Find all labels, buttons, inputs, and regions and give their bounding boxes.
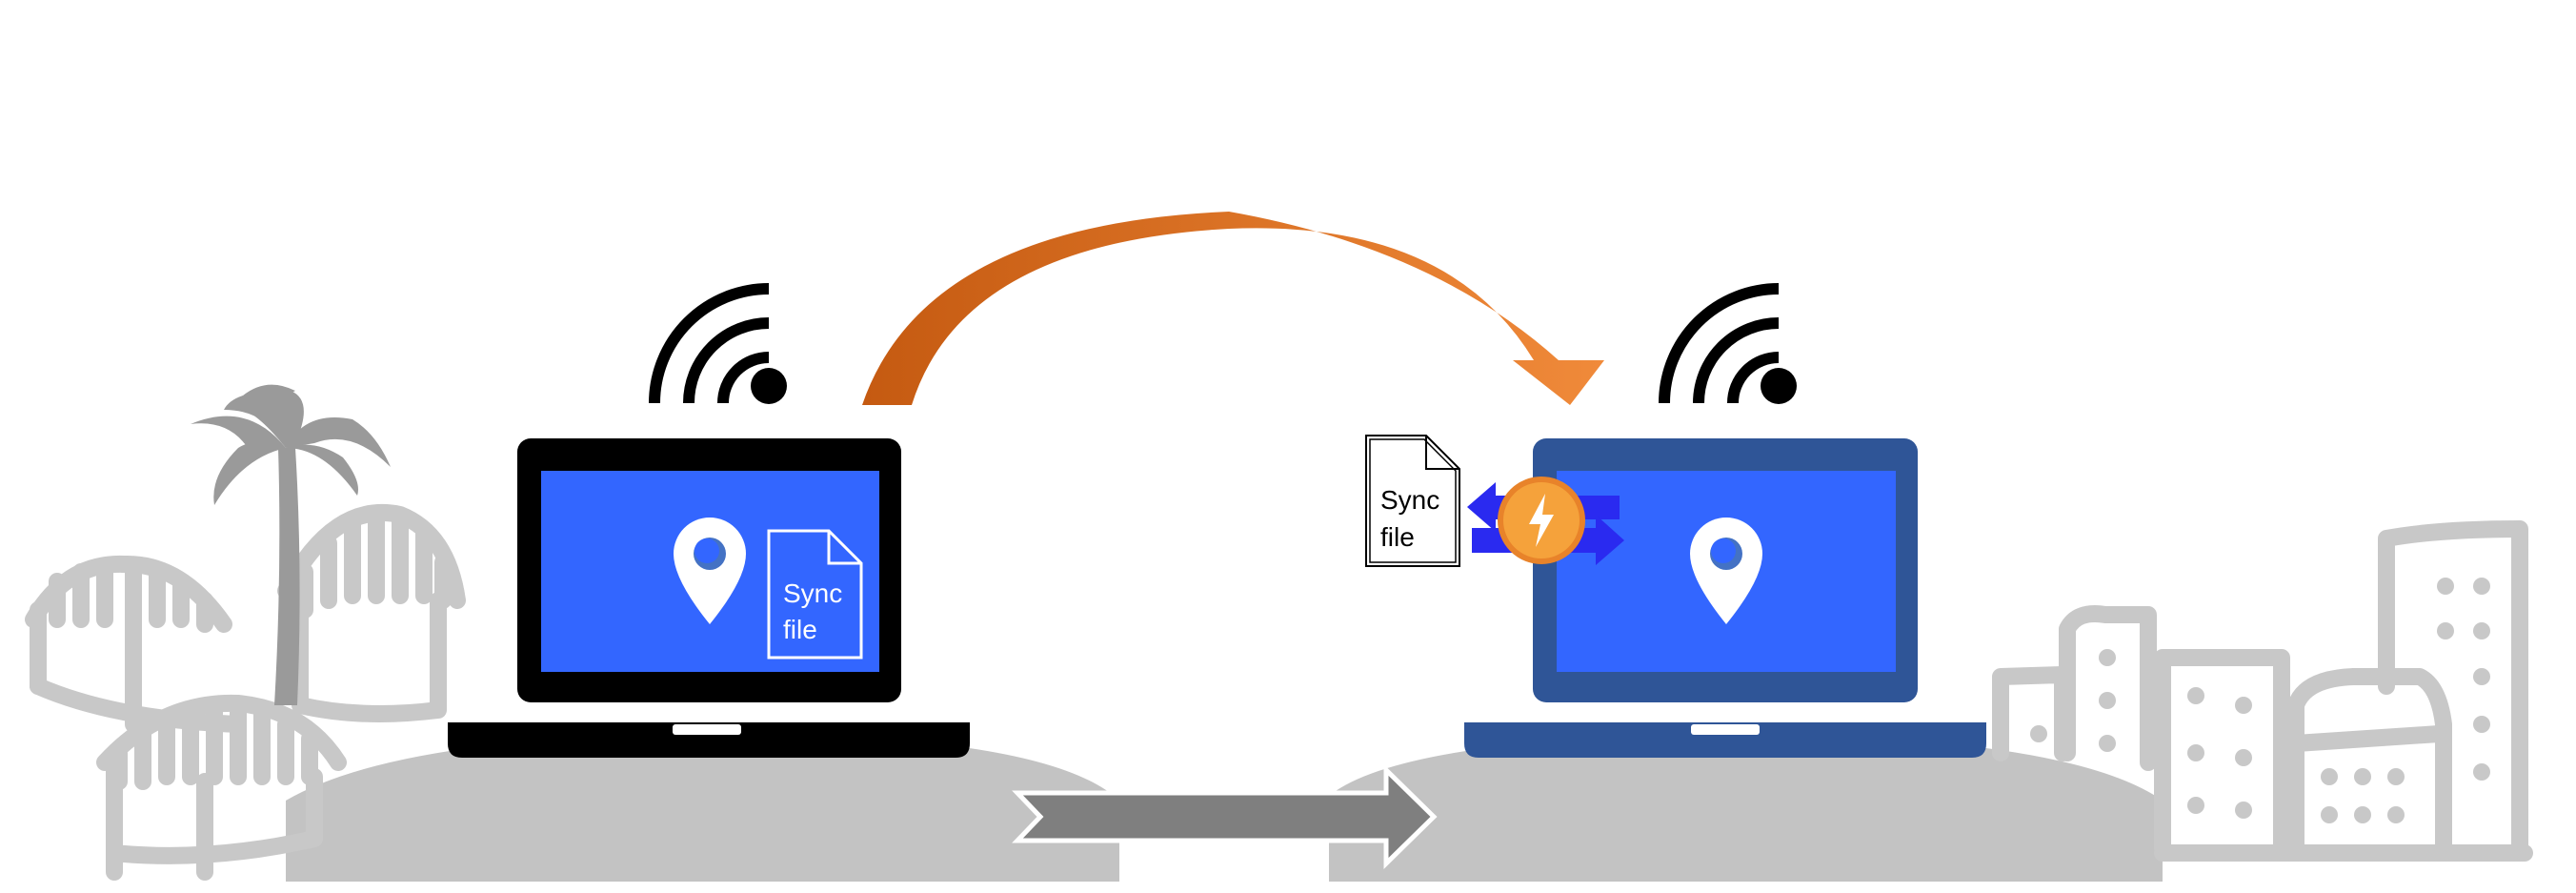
hut-icon <box>277 503 466 722</box>
building-icon <box>1992 666 2071 761</box>
ground-right <box>1329 734 2163 882</box>
building-icon <box>2287 668 2452 857</box>
sync-file-icon: Sync file <box>767 529 863 660</box>
sync-file-label-line2: file <box>1380 522 1415 552</box>
ground-left <box>286 734 1119 882</box>
travel-arc-arrow <box>862 212 1604 405</box>
building-icon <box>2059 605 2157 771</box>
sync-file-icon: Sync file <box>1365 435 1460 567</box>
village-sketch <box>25 503 466 881</box>
location-pin-icon <box>674 518 746 624</box>
sync-file-label-line2: file <box>783 615 817 644</box>
lightning-icon <box>1498 477 1585 564</box>
sync-file-label-line1: Sync <box>1380 485 1439 515</box>
hut-icon <box>96 694 347 881</box>
laptop-left: Sync file <box>448 438 970 758</box>
move-arrow <box>1012 764 1438 869</box>
sync-file-label-line1: Sync <box>783 578 842 608</box>
location-pin-icon <box>1690 518 1762 624</box>
wifi-icon <box>649 283 787 404</box>
wifi-icon <box>1659 283 1797 404</box>
city-sketch <box>1992 520 2533 862</box>
building-icon <box>2378 520 2528 862</box>
palm-tree-icon <box>191 384 391 705</box>
building-icon <box>2154 649 2290 857</box>
